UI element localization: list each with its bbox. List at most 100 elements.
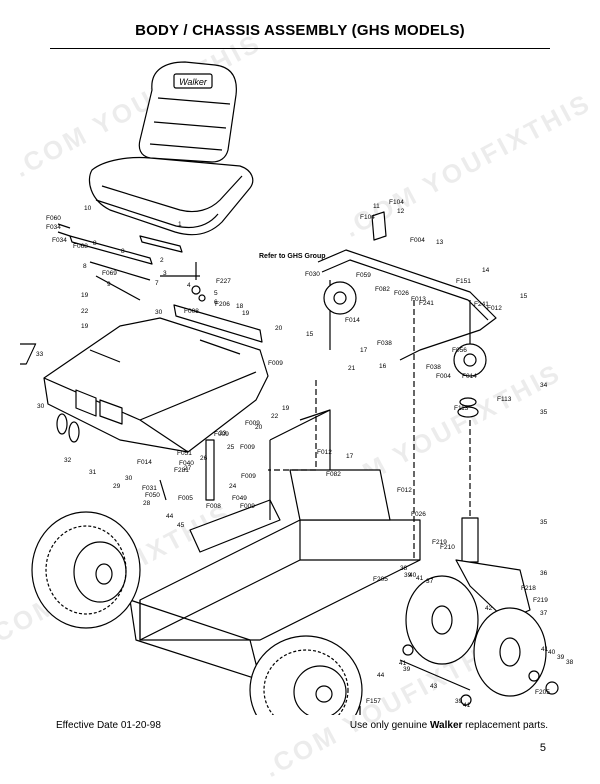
- callout-label: 6: [214, 299, 218, 306]
- callout-label: 40: [409, 572, 417, 579]
- callout-label: F113: [497, 396, 512, 403]
- callout-label: F005: [178, 495, 193, 502]
- callout-label: F031: [142, 485, 157, 492]
- effective-date: Effective Date 01-20-98: [56, 720, 161, 731]
- callout-label: F014: [462, 373, 477, 380]
- page-number: 5: [539, 742, 546, 754]
- callout-label: 22: [271, 413, 279, 420]
- callout-label: 33: [36, 351, 44, 358]
- callout-label: 12: [397, 208, 405, 215]
- genuine-suffix: replacement parts.: [462, 720, 548, 731]
- callout-label: 40: [548, 649, 556, 656]
- callout-label: F004: [436, 373, 451, 380]
- callout-label: 17: [346, 453, 354, 460]
- callout-label: F012: [397, 487, 412, 494]
- genuine-brand: Walker: [429, 720, 463, 731]
- callout-label: F206: [215, 301, 230, 308]
- callout-label: 44: [377, 672, 385, 679]
- callout-label: F068: [73, 243, 88, 250]
- callout-label: F026: [394, 290, 409, 297]
- callout-label: F059: [356, 272, 371, 279]
- callout-label: 29: [113, 483, 121, 490]
- callout-label: 2: [160, 257, 164, 264]
- front-wheels: [399, 575, 559, 706]
- callout-label: F281: [174, 467, 189, 474]
- caster-fork: [455, 397, 531, 621]
- callout-label: F008: [206, 503, 221, 510]
- callout-label: 35: [540, 519, 548, 526]
- callout-label: F009: [240, 444, 255, 451]
- callout-label: 11: [373, 203, 380, 210]
- callout-label: F009: [214, 431, 229, 438]
- pin: [159, 479, 167, 501]
- callout-label: 14: [482, 267, 490, 274]
- callout-label: 38: [400, 565, 408, 572]
- oval-lens: [56, 413, 68, 435]
- callout-label: F151: [456, 278, 471, 285]
- drive-tire-right: [249, 635, 363, 715]
- callout-label: F241: [419, 300, 434, 307]
- callout-label: F082: [375, 286, 390, 293]
- callout-label: 39: [404, 572, 412, 579]
- callout-label: 9: [107, 281, 111, 288]
- callout-label: 3: [163, 270, 167, 277]
- callout-label: F227: [216, 278, 231, 285]
- callout-label: F219: [432, 539, 447, 546]
- callout-label: 16: [379, 363, 387, 370]
- callout-label: 36: [540, 570, 548, 577]
- callout-label: F205: [535, 689, 550, 696]
- callout-label: 41: [399, 660, 407, 667]
- callout-label: 23: [219, 430, 227, 437]
- callout-label: 19: [81, 323, 89, 330]
- callout-label: 41: [416, 575, 424, 582]
- callout-label: F038: [377, 340, 392, 347]
- callout-label: F008: [184, 308, 199, 315]
- callout-label: 37: [540, 610, 548, 617]
- callout-label: 44: [166, 513, 174, 520]
- callout-label: 20: [275, 325, 283, 332]
- callout-label: F013: [411, 296, 426, 303]
- callout-label: 27: [184, 465, 192, 472]
- callout-label: 30: [155, 309, 163, 316]
- callout-label: 19: [282, 405, 290, 412]
- callout-label: F104: [360, 214, 375, 221]
- callout-label: F009: [245, 420, 260, 427]
- callout-label: 15: [520, 293, 528, 300]
- callout-label: 35: [540, 409, 548, 416]
- gas-spring: [205, 439, 215, 501]
- callout-label: F012: [317, 449, 332, 456]
- callout-label: 37: [426, 578, 434, 585]
- callout-label: F014: [345, 317, 360, 324]
- callout-label: 34: [540, 382, 548, 389]
- callout-label: F009: [268, 360, 283, 367]
- callout-label: F082: [326, 471, 341, 478]
- callout-label: F014: [137, 459, 152, 466]
- oval-lens: [68, 421, 80, 443]
- callout-label: F113: [454, 405, 469, 412]
- callout-label: 8: [93, 240, 97, 247]
- callout-label: 39: [557, 654, 565, 661]
- callout-label: F218: [521, 585, 536, 592]
- callout-label: 28: [143, 500, 151, 507]
- callout-label: 21: [348, 365, 356, 372]
- callout-label: F069: [102, 270, 117, 277]
- callout-label: F104: [389, 199, 404, 206]
- callout-label: F210: [440, 544, 455, 551]
- callout-label: F060: [46, 215, 61, 222]
- callout-label: F034: [52, 237, 67, 244]
- callout-label: F009: [240, 503, 255, 510]
- callout-label: 30: [37, 403, 45, 410]
- drive-tire-left: [31, 511, 141, 629]
- callout-label: F030: [305, 271, 320, 278]
- rear-frame: [317, 211, 497, 377]
- callout-label: F241: [474, 301, 489, 308]
- page-title: BODY / CHASSIS ASSEMBLY (GHS MODELS): [135, 22, 465, 39]
- callout-label: 8: [121, 248, 125, 255]
- callout-label: 26: [200, 455, 208, 462]
- callout-label: 13: [436, 239, 444, 246]
- callout-label: 45: [177, 522, 185, 529]
- callout-label: 22: [81, 308, 89, 315]
- callout-label: 32: [64, 457, 72, 464]
- callout-label: 19: [242, 310, 250, 317]
- callout-label: F034: [46, 224, 61, 231]
